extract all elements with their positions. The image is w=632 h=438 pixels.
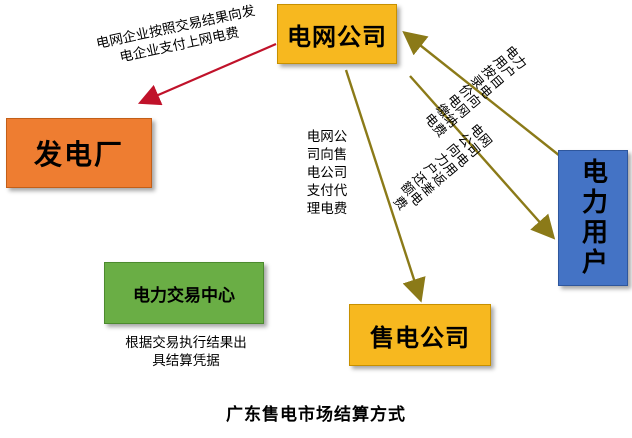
- arrow-grid-to-plant: [137, 42, 277, 106]
- grid-company-label: 电网公司: [287, 22, 387, 51]
- power-user-label: 电力用户: [577, 158, 608, 278]
- arrow-user-to-grid: [402, 31, 561, 157]
- sales-company-label: 售电公司: [370, 323, 470, 352]
- power-plant-label: 发电厂: [33, 138, 124, 171]
- note-grid-to-sales: 电网公 司向售 电公司 支付代 理电费: [306, 129, 348, 217]
- diagram-caption: 广东售电市场结算方式: [226, 405, 406, 425]
- grid-company-node: 电网公司: [277, 4, 397, 64]
- arrow-grid-to-sales: [344, 69, 426, 303]
- note-trading-center: 根据交易执行结果出 具结算凭据: [125, 335, 247, 369]
- sales-company-node: 售电公司: [349, 304, 491, 366]
- trading-center-label: 电力交易中心: [133, 285, 235, 306]
- arrow-grid-to-user: [409, 75, 556, 240]
- power-user-node: 电力用户: [558, 150, 628, 286]
- trading-center-node: 电力交易中心: [104, 262, 264, 324]
- power-plant-node: 发电厂: [6, 118, 152, 188]
